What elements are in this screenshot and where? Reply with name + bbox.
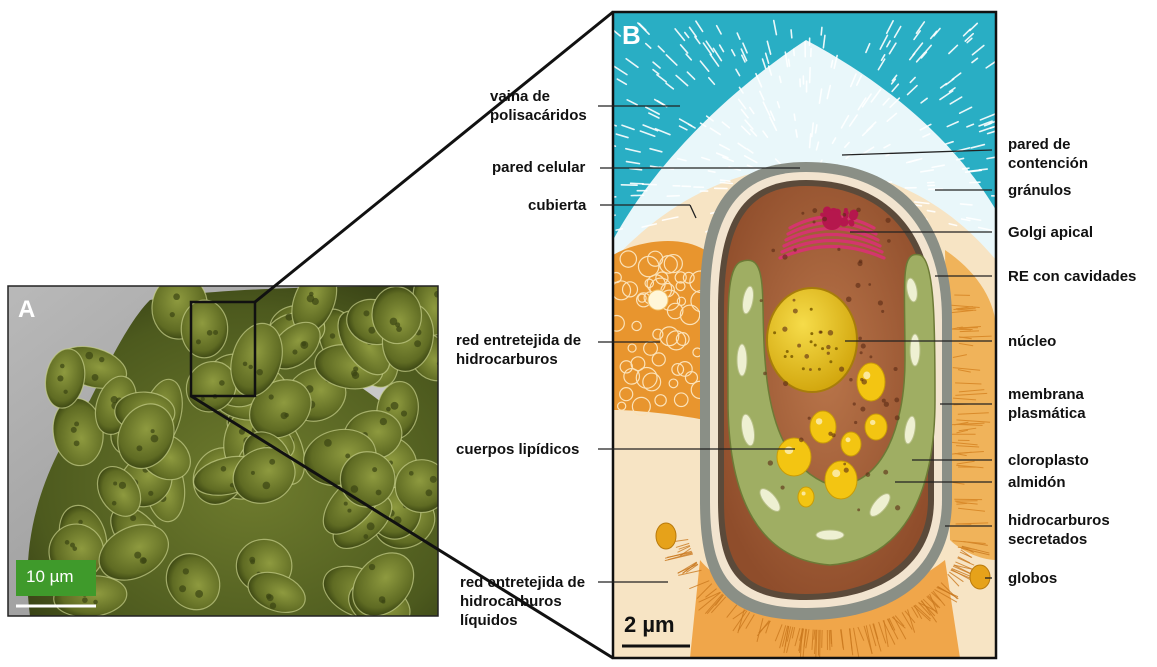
label-membrana-plasmatica: membrana plasmática bbox=[1008, 385, 1086, 423]
label-globos: globos bbox=[1008, 569, 1057, 588]
label-almidon: almidón bbox=[1008, 473, 1066, 492]
scale-label-a: 10 µm bbox=[26, 567, 74, 587]
label-pared-contencion: pared de contención bbox=[1008, 135, 1088, 173]
label-golgi-apical: Golgi apical bbox=[1008, 223, 1093, 242]
label-cuerpos-lipidicos: cuerpos lipídicos bbox=[456, 440, 579, 459]
connector-top bbox=[255, 12, 613, 302]
label-granulos: gránulos bbox=[1008, 181, 1071, 200]
label-pared-celular: pared celular bbox=[492, 158, 585, 177]
label-re-cavidades: RE con cavidades bbox=[1008, 267, 1136, 286]
panel-a-letter: A bbox=[18, 296, 35, 324]
globe-left bbox=[656, 523, 676, 549]
label-nucleo: núcleo bbox=[1008, 332, 1056, 351]
nucleus bbox=[767, 288, 857, 392]
label-hidrocarburos-secretados: hidrocarburos secretados bbox=[1008, 511, 1110, 549]
label-cloroplasto: cloroplasto bbox=[1008, 451, 1089, 470]
panel-b-letter: B bbox=[622, 20, 641, 51]
label-vaina-polisacaridos: vaina de polisacáridos bbox=[490, 87, 587, 125]
panel-b-illustration bbox=[603, 12, 1004, 658]
label-red-liquidos: red entretejida de hidrocarburos líquido… bbox=[460, 573, 585, 630]
scale-label-b: 2 µm bbox=[624, 612, 675, 638]
globe-right bbox=[970, 565, 990, 589]
label-red-hidrocarburos: red entretejida de hidrocarburos bbox=[456, 331, 581, 369]
label-cubierta: cubierta bbox=[528, 196, 586, 215]
